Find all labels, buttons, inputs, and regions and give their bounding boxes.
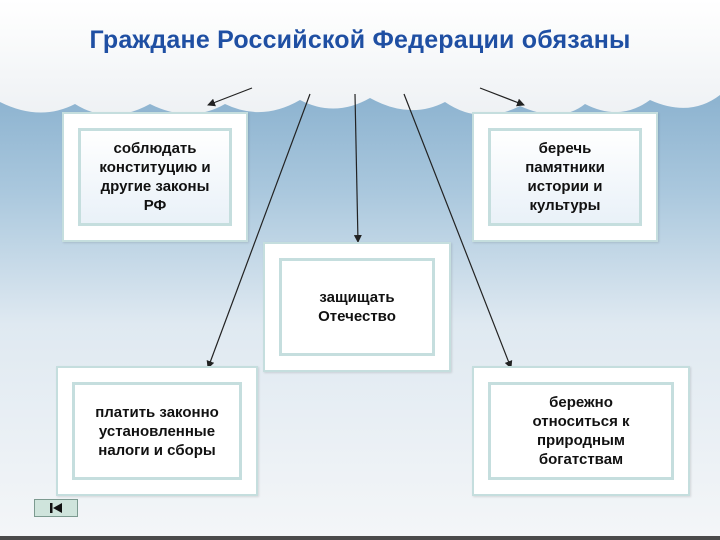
box-taxes-text: платить законно установленные налоги и с… bbox=[95, 403, 219, 459]
box-nature-text: бережно относиться к природным богатства… bbox=[532, 394, 630, 468]
box-laws: соблюдать конституцию и другие законы РФ bbox=[62, 112, 248, 242]
box-defend: защищать Отечество bbox=[263, 242, 451, 372]
page-title: Граждане Российской Федерации обязаны bbox=[89, 26, 631, 54]
box-nature: бережно относиться к природным богатства… bbox=[472, 366, 690, 496]
box-monuments: беречь памятники истории и культуры bbox=[472, 112, 658, 242]
bottom-bar bbox=[0, 536, 720, 540]
box-defend-text: защищать Отечество bbox=[318, 289, 396, 325]
box-taxes: платить законно установленные налоги и с… bbox=[56, 366, 258, 496]
box-laws-text: соблюдать конституцию и другие законы РФ bbox=[99, 140, 211, 214]
skip-back-icon bbox=[50, 503, 62, 513]
box-monuments-text: беречь памятники истории и культуры bbox=[525, 140, 605, 214]
nav-back-button[interactable] bbox=[34, 499, 78, 517]
